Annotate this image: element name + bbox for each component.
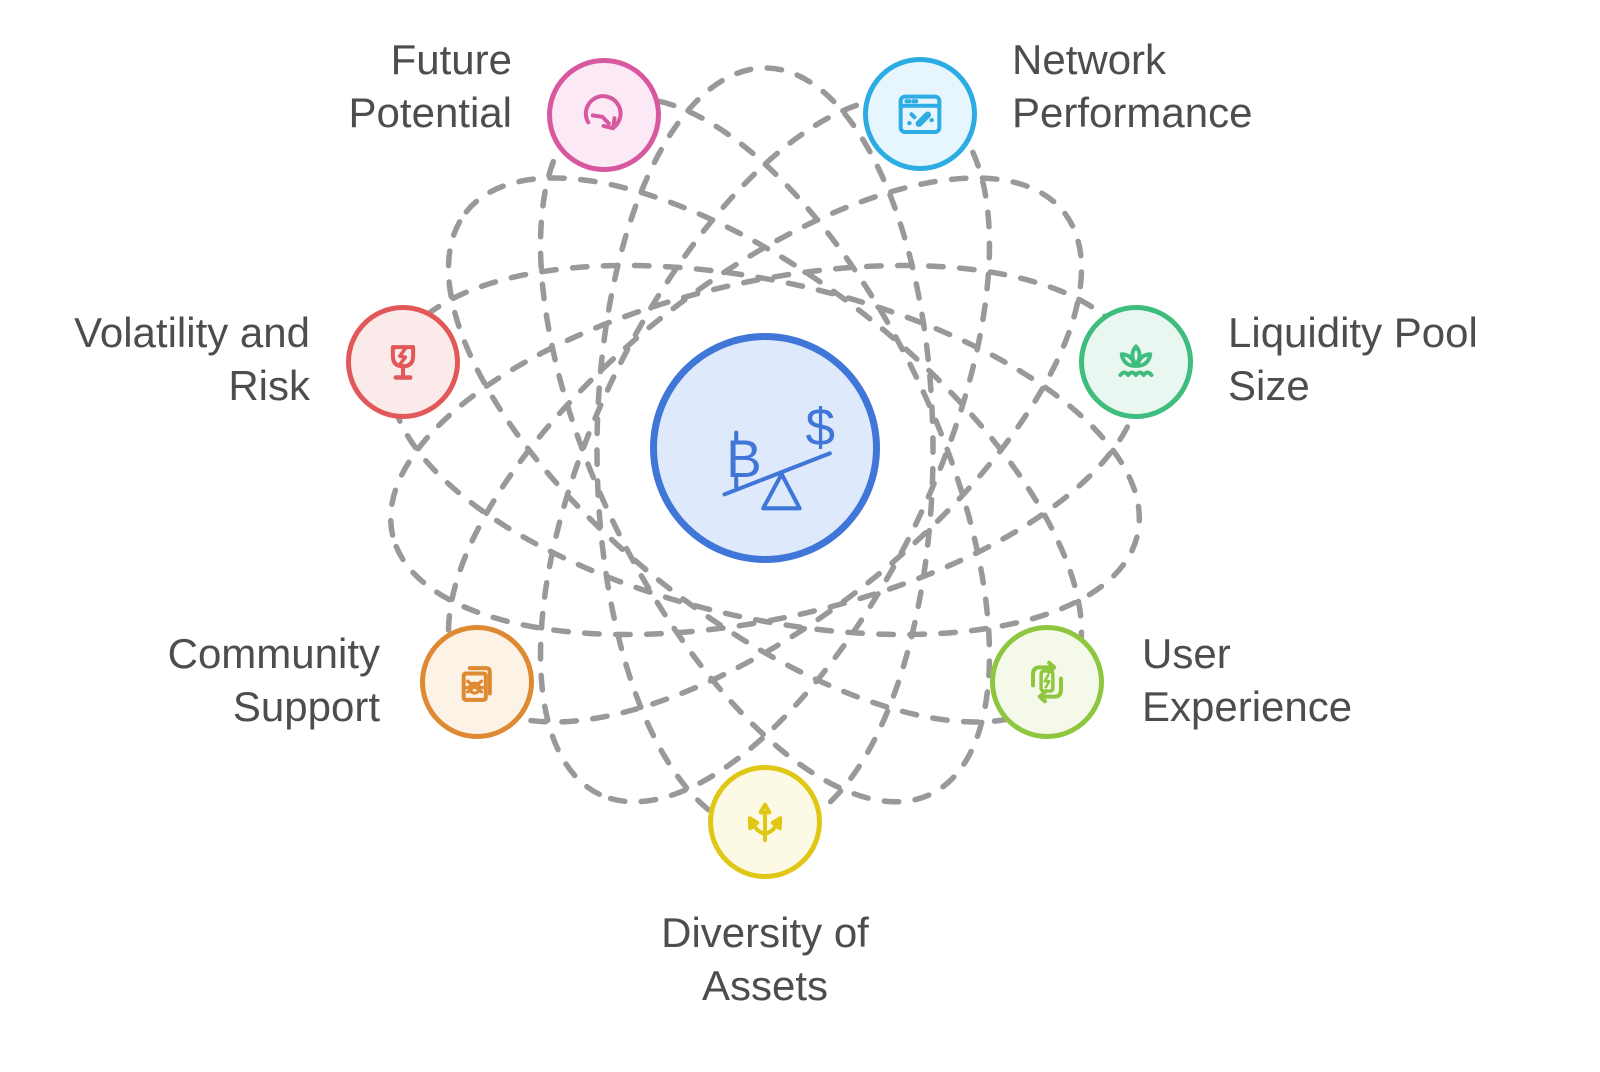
branching-arrows-icon	[747, 802, 783, 843]
battery-recycle-icon	[1031, 660, 1063, 704]
center-node-crypto-balance: B $	[650, 333, 880, 563]
clock-forward-icon	[583, 94, 623, 131]
dollar-symbol: $	[806, 398, 836, 457]
fragile-glass-icon	[390, 345, 416, 380]
label-liquidity-pool-size: Liquidity Pool Size	[1228, 309, 1478, 409]
node-network-performance	[863, 57, 977, 171]
lotus-water-icon	[1118, 344, 1154, 378]
node-user-experience	[990, 625, 1104, 739]
label-network-performance: Network Performance	[1012, 36, 1253, 136]
node-volatility-and-risk	[346, 305, 460, 419]
label-community-support: Community Support	[167, 630, 380, 730]
node-diversity-of-assets	[708, 765, 822, 879]
browser-speedometer-icon	[898, 94, 942, 134]
label-diversity-of-assets: Diversity of Assets	[661, 909, 869, 1009]
node-community-support	[420, 625, 534, 739]
label-user-experience: User Experience	[1142, 630, 1353, 730]
label-future-potential: Future Potential	[348, 36, 512, 136]
bug-document-icon	[461, 666, 492, 702]
bitcoin-symbol: B	[726, 430, 761, 489]
label-volatility-and-risk: Volatility and Risk	[74, 309, 310, 409]
node-liquidity-pool-size	[1079, 305, 1193, 419]
bitcoin-dollar-seesaw-icon: B $	[722, 398, 836, 511]
node-future-potential	[547, 58, 661, 172]
